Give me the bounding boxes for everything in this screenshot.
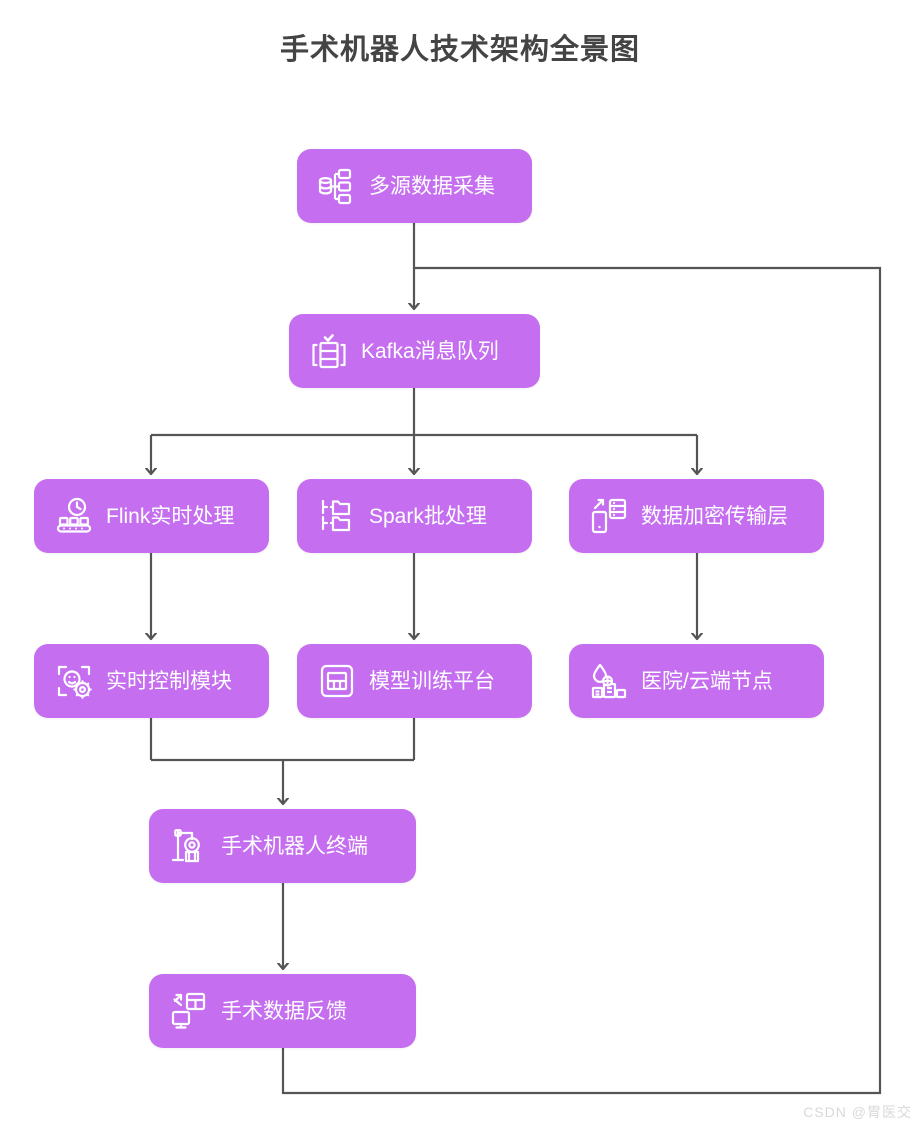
realtime-stream-icon bbox=[56, 497, 92, 533]
data-feedback-icon bbox=[171, 992, 206, 1029]
node-label: 手术机器人终端 bbox=[221, 834, 368, 858]
robot-arm-icon bbox=[171, 829, 200, 863]
node-label: Flink实时处理 bbox=[106, 504, 235, 528]
data-collect-icon bbox=[318, 168, 352, 205]
page-title: 手术机器人技术架构全景图 bbox=[279, 34, 640, 66]
node-label: 手术数据反馈 bbox=[221, 999, 347, 1023]
node-spark-batch-processing[interactable]: Spark批处理 bbox=[297, 479, 532, 553]
message-queue-icon bbox=[312, 334, 346, 369]
node-hospital-cloud-node[interactable]: 医院/云端节点 bbox=[569, 644, 824, 718]
control-gear-icon bbox=[57, 665, 92, 699]
node-label: 多源数据采集 bbox=[369, 174, 495, 198]
node-surgical-data-feedback[interactable]: 手术数据反馈 bbox=[149, 974, 416, 1048]
node-kafka-message-queue[interactable]: Kafka消息队列 bbox=[289, 314, 540, 388]
watermark: CSDN @胃医交 bbox=[803, 1104, 912, 1120]
secure-transfer-icon bbox=[591, 498, 627, 534]
node-label: 数据加密传输层 bbox=[641, 504, 788, 528]
node-label: Spark批处理 bbox=[369, 504, 487, 528]
node-multi-source-data-collection[interactable]: 多源数据采集 bbox=[297, 149, 532, 223]
node-label: Kafka消息队列 bbox=[361, 339, 499, 363]
node-surgical-robot-terminal[interactable]: 手术机器人终端 bbox=[149, 809, 416, 883]
hospital-cloud-icon bbox=[591, 663, 627, 699]
node-model-training-platform[interactable]: 模型训练平台 bbox=[297, 644, 532, 718]
node-label: 医院/云端节点 bbox=[641, 669, 773, 693]
node-realtime-control-module[interactable]: 实时控制模块 bbox=[34, 644, 269, 718]
node-label: 模型训练平台 bbox=[369, 669, 495, 693]
node-label: 实时控制模块 bbox=[106, 669, 232, 693]
batch-folder-icon bbox=[321, 499, 351, 532]
edge-feedback-loop bbox=[281, 266, 882, 1095]
model-grid-icon bbox=[320, 664, 354, 698]
node-data-encryption-transport-layer[interactable]: 数据加密传输层 bbox=[569, 479, 824, 553]
node-flink-realtime-processing[interactable]: Flink实时处理 bbox=[34, 479, 269, 553]
